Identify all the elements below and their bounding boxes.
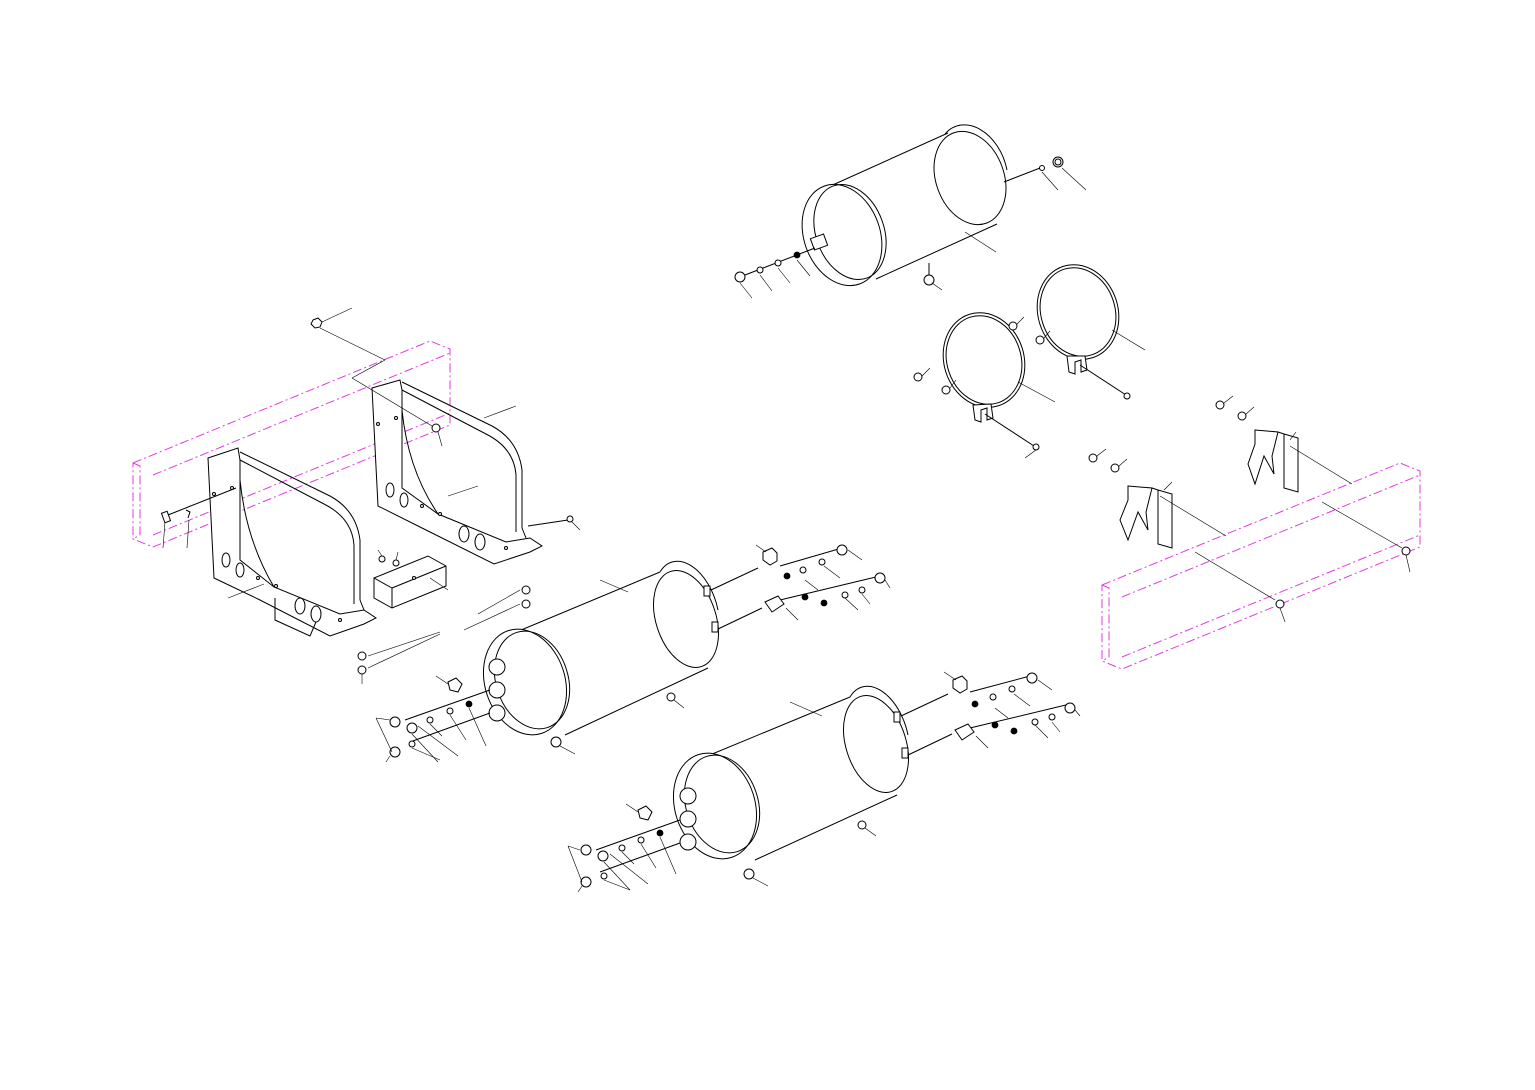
saddle-bracket-rear: [371, 379, 543, 565]
mounting-strap-rear: [1036, 264, 1146, 400]
middle-tank-fittings: [375, 544, 891, 763]
strap-nuts: [913, 316, 1051, 395]
tank-hanger-bracket-2: [1215, 395, 1411, 573]
tank-hanger-bracket-1: [1088, 448, 1286, 623]
top-tank-fittings: [734, 156, 1087, 299]
air-tank-bottom: [672, 685, 953, 887]
air-tank-middle: [482, 560, 763, 755]
air-tank-top: [801, 124, 1041, 287]
bottom-tank-fittings: [567, 671, 1081, 893]
saddle-bracket-front: [207, 447, 377, 637]
mounting-strap-front: [942, 312, 1056, 459]
saddle-hardware: [160, 307, 581, 684]
saddle-crossmember: [373, 555, 449, 609]
frame-rail-right: [1101, 462, 1421, 670]
